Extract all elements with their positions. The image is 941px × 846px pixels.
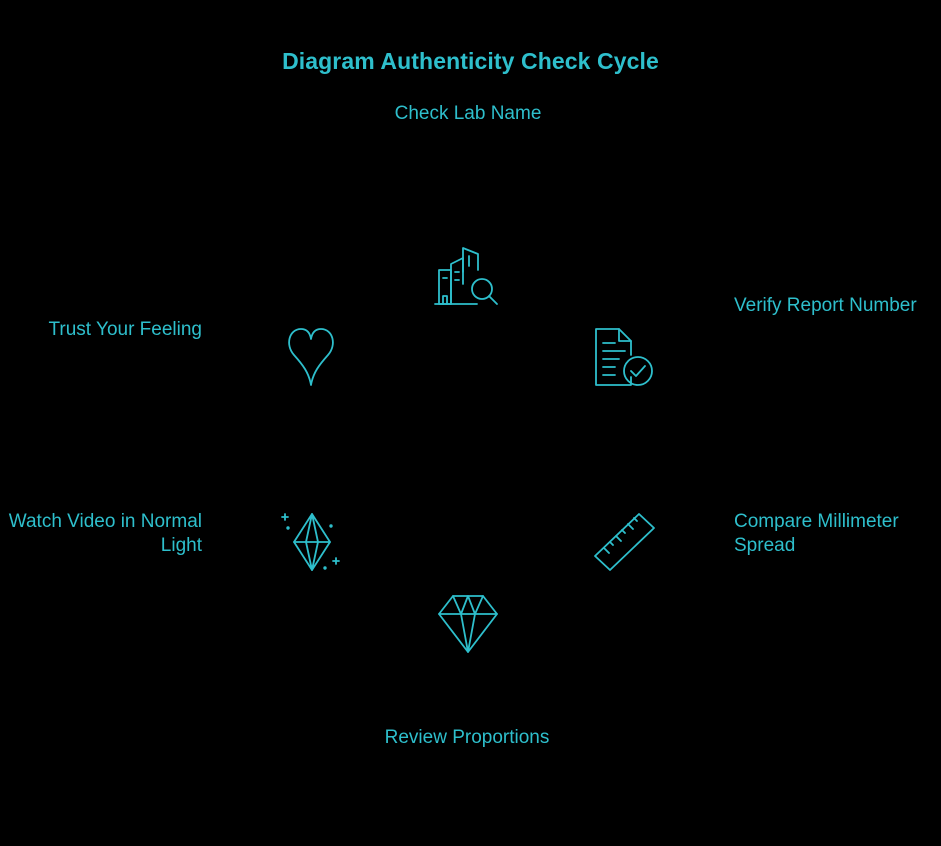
ruler-icon [590, 508, 660, 578]
step-label-verify-report-number: Verify Report Number [734, 295, 917, 316]
step-label-trust-your-feeling: Trust Your Feeling [48, 319, 203, 340]
step-label-check-lab-name: Check Lab Name [394, 103, 542, 124]
step-label-watch-video: Watch Video in Normal Light [8, 511, 202, 556]
diamond-icon [433, 590, 503, 660]
sparkling-gem-icon [278, 508, 348, 578]
heart-icon [277, 323, 347, 393]
diagram-title: Diagram Authenticity Check Cycle [282, 48, 659, 74]
document-check-icon [590, 323, 660, 393]
step-label-review-proportions: Review Proportions [384, 727, 550, 748]
step-label-compare-millimeter-spread: Compare Millimeter Spread [734, 511, 899, 556]
building-search-icon [433, 242, 503, 312]
